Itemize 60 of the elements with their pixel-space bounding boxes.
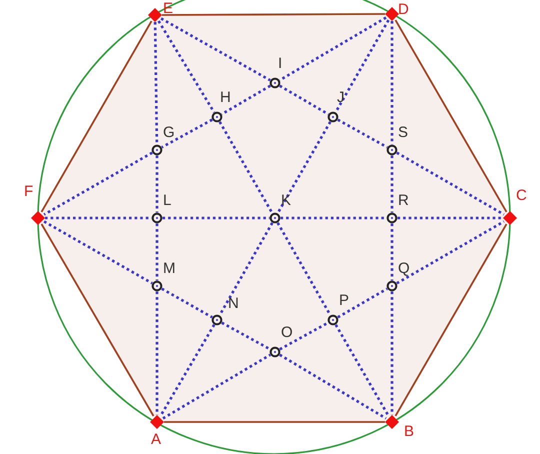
dotted-line	[279, 84, 329, 116]
point-label: B	[404, 424, 414, 440]
dotted-line	[154, 22, 158, 145]
dotted-line	[276, 222, 332, 316]
dotted-line	[162, 354, 271, 420]
dotted-line	[43, 220, 153, 284]
dotted-line	[221, 322, 271, 350]
dotted-line	[390, 292, 394, 415]
line-segment	[394, 20, 508, 212]
dotted-line	[279, 16, 387, 82]
point-label: C	[516, 188, 527, 204]
dotted-line	[221, 84, 271, 116]
point-label: D	[398, 2, 409, 18]
dotted-line	[276, 121, 332, 214]
point-label: K	[281, 193, 292, 209]
line-segment	[40, 224, 154, 416]
dotted-line	[334, 324, 390, 417]
point-label: N	[228, 296, 239, 312]
point-label: J	[337, 90, 344, 106]
point-label: S	[398, 125, 408, 141]
point-label: O	[281, 325, 293, 341]
dotted-line	[156, 156, 158, 212]
dotted-line	[218, 121, 274, 214]
point-label: Q	[398, 261, 410, 277]
line-segment	[40, 20, 152, 212]
point-label: H	[220, 90, 231, 106]
dotted-line	[279, 354, 387, 420]
dotted-line	[396, 152, 505, 216]
dotted-line	[161, 288, 213, 318]
dotted-line	[390, 156, 394, 212]
point-label: L	[163, 193, 172, 209]
dotted-line	[45, 216, 152, 220]
line-segment	[164, 421, 385, 423]
line-segment	[162, 13, 385, 16]
point-label: I	[278, 56, 282, 72]
point-label: P	[339, 293, 350, 309]
dotted-line	[390, 224, 394, 280]
dotted-line	[334, 19, 390, 113]
dotted-line	[160, 17, 271, 82]
dotted-line	[161, 118, 213, 148]
dotted-line	[337, 118, 388, 148]
dotted-line	[398, 216, 503, 220]
point-label: A	[151, 432, 162, 448]
dotted-line	[162, 216, 270, 220]
dotted-line	[159, 324, 216, 417]
dotted-line	[280, 216, 386, 220]
dotted-line	[279, 322, 329, 350]
line-segment	[394, 224, 508, 416]
dotted-line	[157, 20, 216, 113]
point-label: G	[163, 125, 175, 141]
point-label: F	[24, 184, 34, 200]
point-label: R	[398, 193, 409, 209]
dotted-line	[43, 152, 153, 216]
dotted-line	[156, 224, 158, 280]
point-label: M	[163, 261, 176, 277]
dotted-line	[396, 220, 505, 284]
dotted-line	[390, 21, 394, 144]
dotted-line	[337, 288, 388, 318]
dotted-line	[218, 222, 274, 316]
dotted-line	[156, 292, 158, 415]
